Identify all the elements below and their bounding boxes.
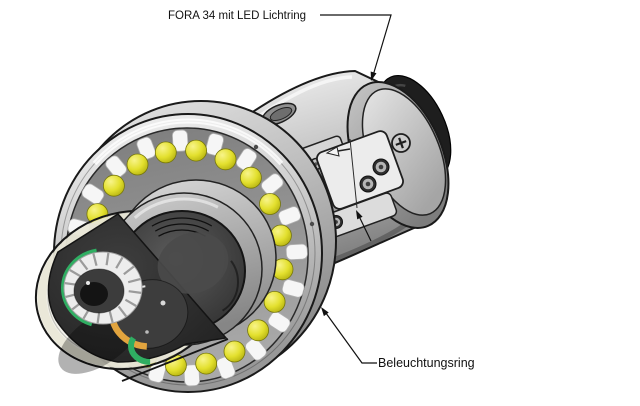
led xyxy=(259,193,281,215)
detail-arrowhead xyxy=(356,210,363,220)
green-bottom-arc xyxy=(128,327,172,365)
reflector xyxy=(216,356,236,380)
reflector xyxy=(136,136,156,160)
bore-thread-1 xyxy=(124,217,240,327)
led xyxy=(195,352,218,375)
tooth-spoke xyxy=(123,265,135,276)
title-label: FORA 34 mit LED Lichtring xyxy=(168,10,306,22)
engraved-arrow-mark xyxy=(325,146,351,157)
tooth-spoke xyxy=(108,310,114,323)
face-dot-1 xyxy=(253,144,259,150)
reflector xyxy=(205,133,224,156)
glass-silhouette-line xyxy=(121,338,229,382)
barrel-upper-patch xyxy=(157,232,229,294)
annotations: FORA 34 mit LED Lichtring Beleuchtungsri… xyxy=(168,10,475,370)
phillips-screw xyxy=(391,133,411,153)
reflector xyxy=(81,183,105,205)
led xyxy=(239,166,262,189)
title-leader-line xyxy=(320,14,392,80)
reflector xyxy=(183,364,200,387)
bore-swirl xyxy=(181,249,239,315)
ring-face-highlight xyxy=(58,118,318,388)
block-divider xyxy=(349,138,358,209)
tooth-spoke xyxy=(128,290,142,294)
tooth-spoke xyxy=(115,256,124,269)
glint-3 xyxy=(145,330,149,334)
bore-thread-3 xyxy=(136,229,228,315)
reflector xyxy=(261,173,284,195)
slot-inner xyxy=(269,106,293,122)
top-slot-screw xyxy=(261,102,297,126)
led xyxy=(103,174,125,197)
part-leader-line xyxy=(322,308,377,364)
glint-1 xyxy=(86,281,90,285)
tooth-spoke xyxy=(117,305,128,318)
lens-aperture xyxy=(80,282,108,306)
title-arrowhead xyxy=(370,71,377,81)
reflector xyxy=(285,243,308,261)
tooth-spoke xyxy=(92,253,98,266)
led xyxy=(154,141,177,164)
face-dot-2 xyxy=(309,221,315,227)
reflector xyxy=(267,311,291,333)
part-arrowhead xyxy=(321,307,329,317)
socket-screw-1 xyxy=(359,175,377,193)
reflector xyxy=(281,279,305,298)
led xyxy=(185,139,208,162)
green-ring-arc xyxy=(61,248,147,328)
glint-2 xyxy=(160,300,166,306)
tooth-spoke xyxy=(105,252,110,266)
reflector xyxy=(245,338,267,361)
reflector xyxy=(236,148,257,171)
led xyxy=(263,290,286,313)
led xyxy=(214,148,237,171)
reflector xyxy=(172,129,189,152)
bore-thread-2 xyxy=(130,223,234,321)
serration-teeth xyxy=(64,252,142,324)
body-bottom-shade xyxy=(332,220,410,263)
led xyxy=(247,319,270,342)
tooth-spoke xyxy=(78,258,89,271)
lens-barrel xyxy=(47,213,229,374)
reflector xyxy=(278,206,302,226)
tooth-spoke xyxy=(124,298,137,307)
led xyxy=(223,340,246,363)
socket-screw-2 xyxy=(372,158,390,176)
phillips-cross xyxy=(395,137,407,149)
tooth-spoke xyxy=(69,269,82,278)
led xyxy=(126,153,149,176)
boss-highlight xyxy=(110,197,258,341)
reflector xyxy=(105,155,127,178)
part-label: Beleuchtungsring xyxy=(378,356,475,370)
tooth-spoke xyxy=(127,278,141,284)
